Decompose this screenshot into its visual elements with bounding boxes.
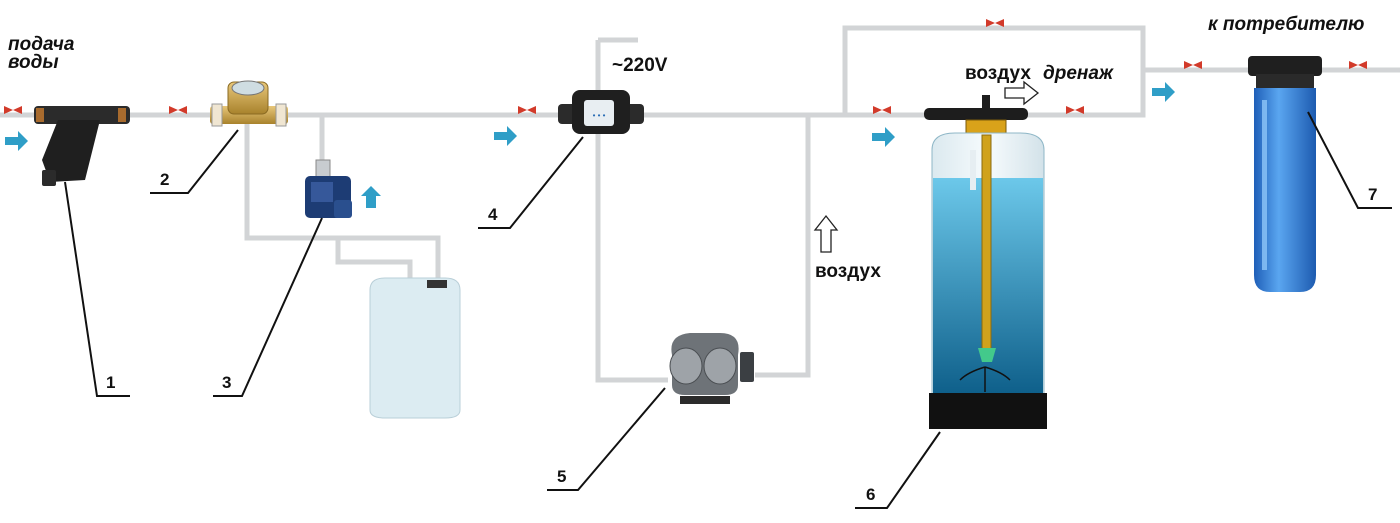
strainer-icon <box>34 106 130 186</box>
voltage-label: ~220V <box>612 55 668 76</box>
callout-5: 5 <box>557 467 567 486</box>
flow-arrow <box>1152 82 1175 102</box>
air-compressor-icon <box>669 333 754 404</box>
air-inlet-label: воздух <box>815 261 881 282</box>
flow-arrows <box>5 82 1175 208</box>
valve-icon <box>986 19 1004 27</box>
aeration-tank-icon <box>924 95 1047 429</box>
callout-4: 4 <box>488 205 498 224</box>
valve-icon <box>518 106 536 114</box>
shutoff-valves <box>4 19 1367 114</box>
callout-1: 1 <box>106 373 116 392</box>
air-arrow-up <box>813 214 839 253</box>
water-meter-icon <box>210 80 288 127</box>
svg-text:• • •: • • • <box>593 111 606 120</box>
valve-icon <box>1349 61 1367 69</box>
flow-arrow <box>5 131 28 151</box>
water-supply-label-line1: подача <box>8 34 75 55</box>
to-consumer-label: к потребителю <box>1208 14 1365 35</box>
valve-icon <box>1066 106 1084 114</box>
callout-3: 3 <box>222 373 232 392</box>
flow-switch-icon: • • • <box>558 90 644 134</box>
cartridge-filter-icon <box>1248 56 1322 292</box>
callout-2: 2 <box>160 170 170 189</box>
leader-lines <box>64 111 1392 509</box>
drain-label: дренаж <box>1043 63 1113 84</box>
valve-icon <box>873 106 891 114</box>
valve-icon <box>169 106 187 114</box>
flow-arrow <box>872 127 895 147</box>
callout-7: 7 <box>1368 185 1378 204</box>
piping <box>0 25 1400 383</box>
chemical-tank-icon <box>369 277 461 419</box>
drain-arrow-right <box>1004 80 1040 106</box>
valve-icon <box>1184 61 1202 69</box>
water-supply-label-line2: воды <box>8 52 59 73</box>
flow-arrow-up <box>361 186 381 208</box>
callout-6: 6 <box>866 485 876 504</box>
air-outlet-label: воздух <box>965 63 1031 84</box>
dosing-pump-icon <box>305 159 352 218</box>
valve-icon <box>4 106 22 114</box>
flow-arrow <box>494 126 517 146</box>
